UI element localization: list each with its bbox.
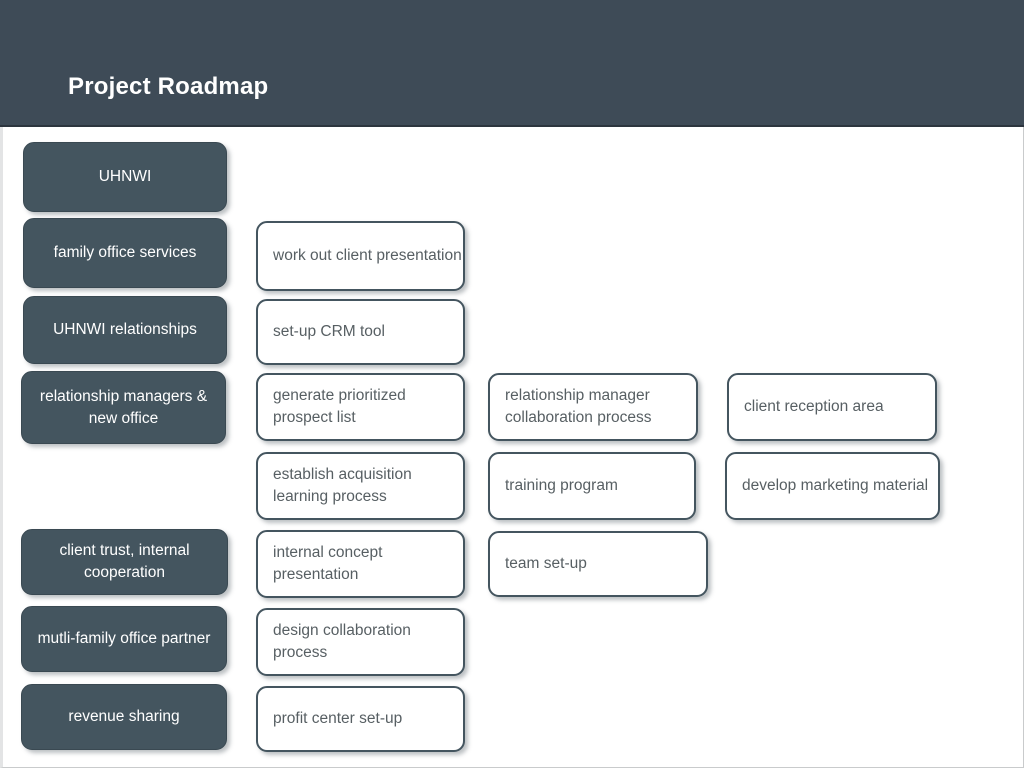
roadmap-node-label: set-up CRM tool xyxy=(273,323,385,340)
roadmap-node[interactable]: team set-up xyxy=(488,531,708,597)
roadmap-node-label: relationship managers & new office xyxy=(39,387,208,427)
roadmap-node-label: develop marketing material xyxy=(742,477,929,494)
roadmap-node[interactable]: family office services xyxy=(23,218,227,288)
roadmap-node-label: relationship manager collaboration proce… xyxy=(505,387,652,426)
roadmap-node-label: work out client presentation xyxy=(273,247,462,264)
roadmap-node-label: generate prioritized prospect list xyxy=(273,387,406,426)
roadmap-node[interactable]: establish acquisition learning process xyxy=(256,452,465,520)
roadmap-node-label: team set-up xyxy=(505,555,587,572)
roadmap-node[interactable]: training program xyxy=(488,452,696,520)
roadmap-node[interactable]: client reception area xyxy=(727,373,937,441)
roadmap-node[interactable]: UHNWI relationships xyxy=(23,296,227,364)
roadmap-node-label: training program xyxy=(505,477,618,494)
roadmap-node[interactable]: design collaboration process xyxy=(256,608,465,676)
roadmap-node-label: family office services xyxy=(53,244,197,261)
page-title: Project Roadmap xyxy=(68,73,269,100)
roadmap-node[interactable]: client trust, internal cooperation xyxy=(21,529,228,595)
roadmap-node[interactable]: set-up CRM tool xyxy=(256,299,465,365)
roadmap-node-label: revenue sharing xyxy=(68,708,180,725)
roadmap-node[interactable]: UHNWI xyxy=(23,142,227,212)
roadmap-node[interactable]: mutli-family office partner xyxy=(21,606,227,672)
roadmap-node-label: UHNWI xyxy=(98,168,152,185)
roadmap-node-label: internal concept presentation xyxy=(273,544,383,583)
roadmap-node[interactable]: develop marketing material xyxy=(725,452,940,520)
roadmap-node[interactable]: work out client presentation xyxy=(256,221,465,291)
roadmap-node-label: establish acquisition learning process xyxy=(273,466,412,505)
roadmap-node-label: design collaboration process xyxy=(273,622,411,661)
roadmap-node[interactable]: profit center set-up xyxy=(256,686,465,752)
slide-header: Project Roadmap xyxy=(0,0,1024,127)
roadmap-node[interactable]: internal concept presentation xyxy=(256,530,465,598)
roadmap-node-label: UHNWI relationships xyxy=(53,321,197,338)
roadmap-node[interactable]: relationship manager collaboration proce… xyxy=(488,373,698,441)
roadmap-node-label: client reception area xyxy=(744,398,884,415)
roadmap-node[interactable]: relationship managers & new office xyxy=(21,371,226,444)
roadmap-node-label: profit center set-up xyxy=(273,710,403,727)
roadmap-node-label: client trust, internal cooperation xyxy=(59,542,190,581)
roadmap-node-label: mutli-family office partner xyxy=(37,630,211,647)
roadmap-node[interactable]: generate prioritized prospect list xyxy=(256,373,465,441)
roadmap-node[interactable]: revenue sharing xyxy=(21,684,227,750)
